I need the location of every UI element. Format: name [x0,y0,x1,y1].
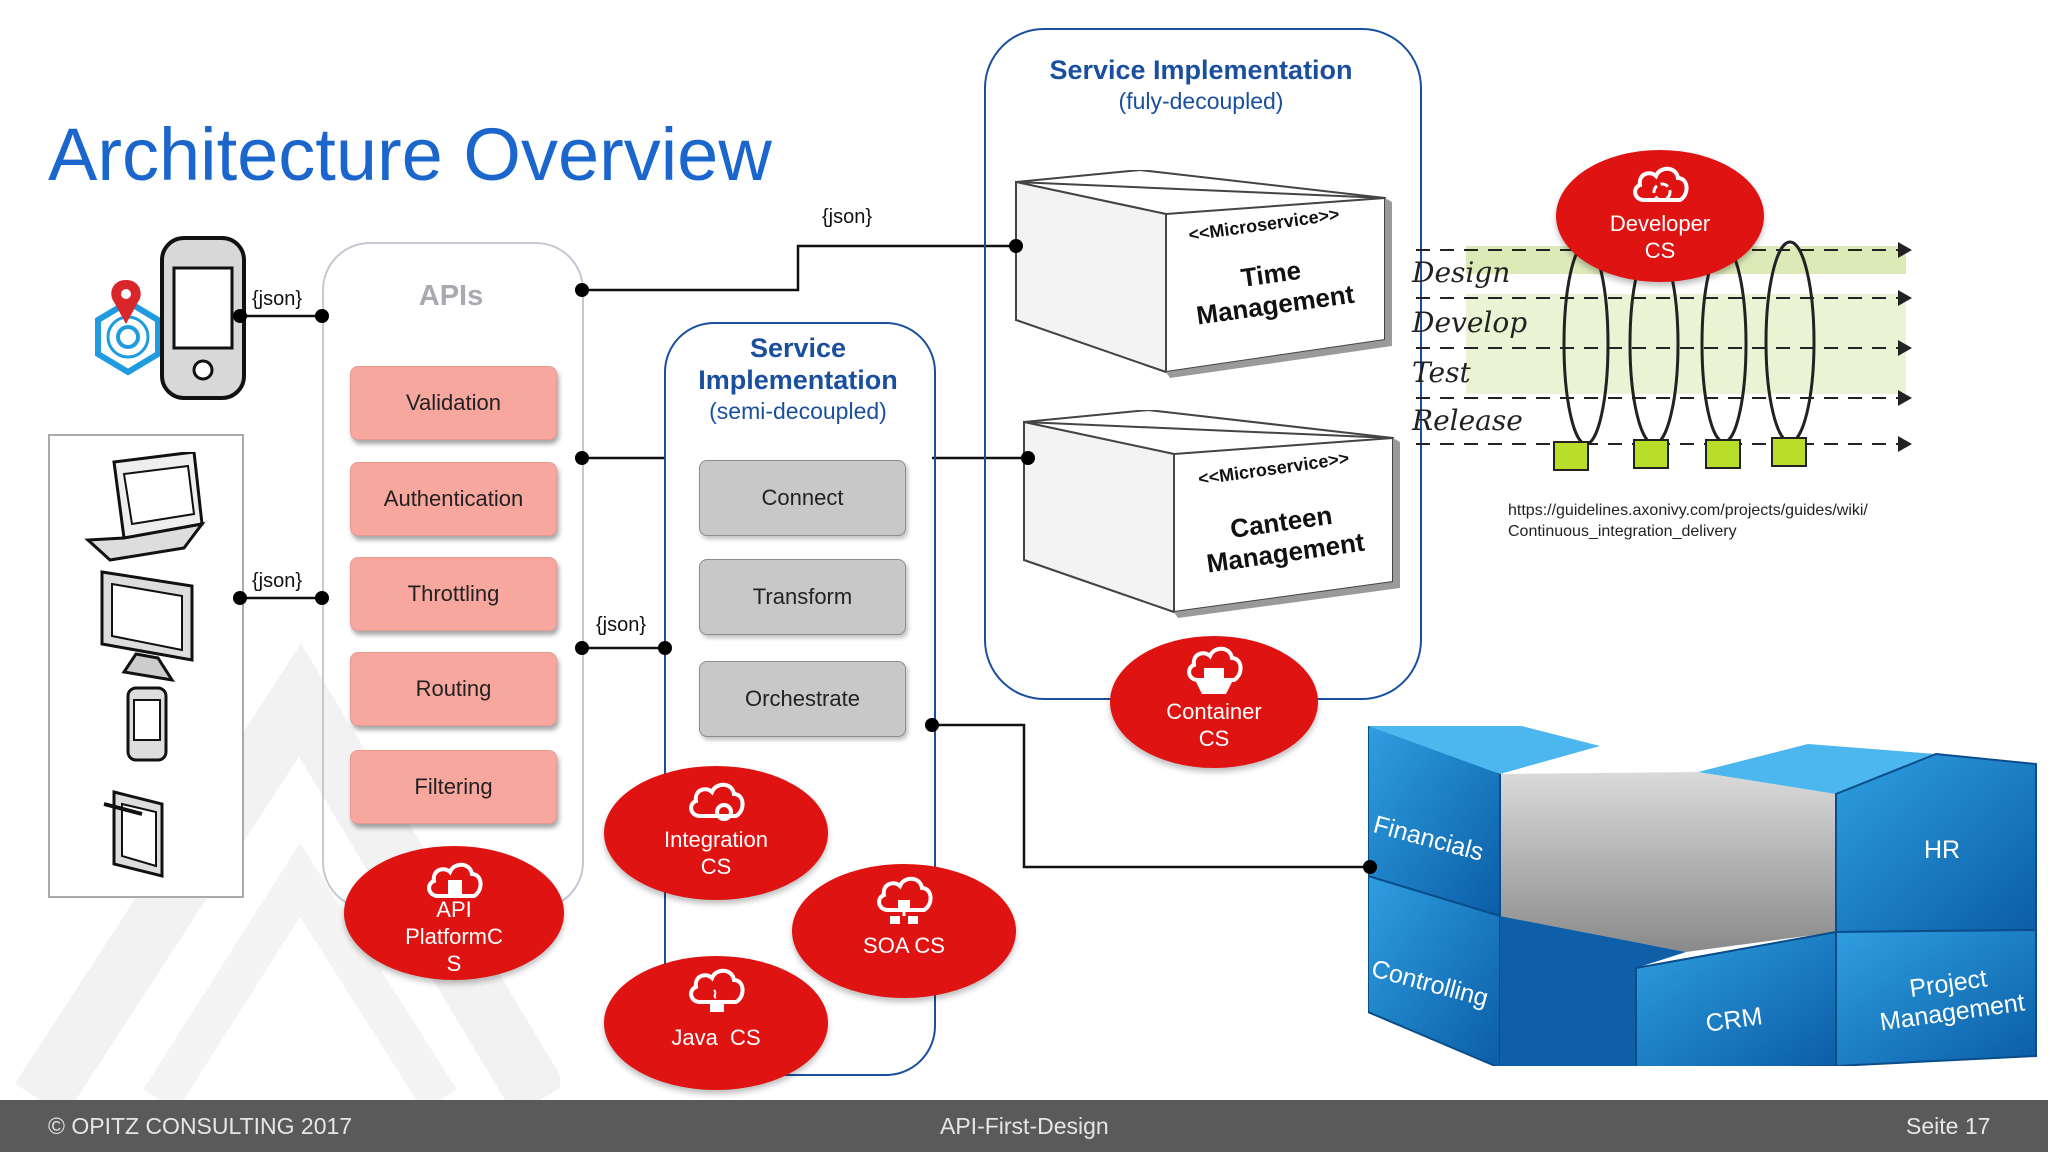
integration-cs-line-2: CS [700,854,732,879]
container-cs-line-1: Container [1166,699,1262,724]
api-platform-cs-line-1: API [436,897,472,922]
devops-source-url: https://guidelines.axonivy.com/projects/… [1508,500,1868,542]
json-label-devices: {json} [252,570,303,592]
api-item-throttling: Throttling [350,557,557,631]
connector-dot [1009,239,1023,253]
connector-dot [315,591,329,605]
connector-dot [575,641,589,655]
devops-phase-design: Design [1412,256,1511,289]
connector-dot [1363,860,1377,874]
microservice-box-canteen [1023,410,1400,618]
full-title: Service Implementation [1049,55,1353,85]
developer-cs-line-1: Developer [1609,211,1711,236]
developer-cs-oval: Developer CS [1556,150,1764,282]
soa-cs-oval: SOA CS [792,864,1016,998]
backend-systems-cube [1368,726,2037,1066]
api-item-routing: Routing [350,652,557,726]
integration-cs-oval: Integration CS [604,766,828,900]
tablet-icon [103,790,164,878]
semi-title-line-1: Service [749,333,847,363]
service-item-connect: Connect [699,460,906,536]
api-item-authentication: Authentication [350,462,557,536]
connector-dot [233,309,247,323]
cloud-refresh-icon [1633,166,1689,202]
service-item-orchestrate: Orchestrate [699,661,906,737]
cloud-gear-icon [689,782,745,821]
semi-subtitle: (semi-decoupled) [709,398,887,424]
container-cs-oval: Container CS [1110,636,1318,768]
integration-cs-line-1: Integration [664,827,768,852]
devops-url-line-2: Continuous_integration_delivery [1508,523,1737,540]
api-item-validation: Validation [350,366,557,440]
apis-header: APIs [418,280,484,312]
fully-decoupled-header: Service Implementation (fuly-decoupled) [984,54,1418,116]
cloud-container-icon [1187,646,1243,694]
connector-dot [315,309,329,323]
microservice-box-time [1015,170,1392,378]
api-platform-cs-line-3: S [446,951,462,976]
connector-dot [575,451,589,465]
footer-page-number: Seite 17 [1906,1113,1991,1139]
semi-decoupled-container [664,322,936,1076]
api-item-filtering: Filtering [350,750,557,824]
cloud-java-icon [689,968,745,1012]
service-item-transform: Transform [699,559,906,635]
connector-dot [658,641,672,655]
devops-phase-develop: Develop [1412,306,1528,339]
mobile-location-icon [95,236,246,400]
backend-hr: HR [1924,836,1961,864]
footer-title: API-First-Design [940,1113,1109,1139]
connector-dot [1021,451,1035,465]
semi-decoupled-header: Service Implementation (semi-decoupled) [664,332,932,426]
devops-phase-release: Release [1412,404,1523,437]
footer-copyright: © OPITZ CONSULTING 2017 [48,1113,353,1139]
full-subtitle: (fuly-decoupled) [1118,88,1284,114]
connector-dot [925,718,939,732]
api-platform-cs-oval: API PlatformC S [344,846,564,980]
developer-cs-line-2: CS [1644,238,1676,263]
container-cs-line-2: CS [1198,726,1230,751]
semi-title-line-2: Implementation [698,365,898,395]
cloud-puzzle-icon [427,862,483,898]
json-label-fully-decoupled: {json} [822,206,873,228]
smartphone-icon [126,686,168,762]
page-title: Architecture Overview [48,113,772,196]
devops-phase-test: Test [1412,356,1471,389]
monitor-icon [100,570,194,683]
java-cs-oval: Java CS [604,956,828,1090]
java-cs-line-1: Java CS [671,1025,761,1050]
connector-dot [575,283,589,297]
devops-url-line-1: https://guidelines.axonivy.com/projects/… [1508,502,1868,519]
json-label-semi-decoupled: {json} [596,614,647,636]
json-label-mobile: {json} [252,288,303,310]
cloud-network-icon [877,876,933,924]
api-platform-cs-line-2: PlatformC [405,924,503,949]
soa-cs-line-1: SOA CS [863,933,945,958]
connector-dot [233,591,247,605]
laptop-icon [84,452,206,562]
connector-lines [240,244,1370,869]
footer-bar: © OPITZ CONSULTING 2017 API-First-Design… [0,1100,2048,1152]
